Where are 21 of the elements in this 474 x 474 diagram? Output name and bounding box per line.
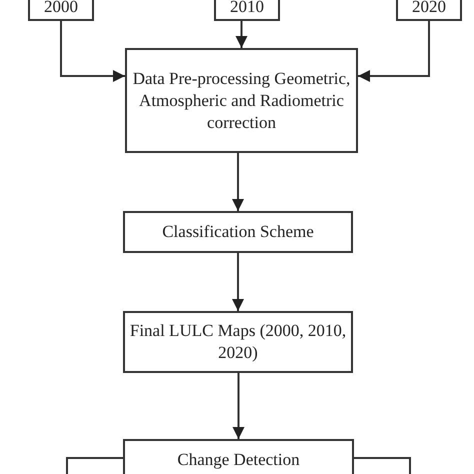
box-label: Final LULC Maps (2000, 2010, 2020) [129,320,347,364]
process-box [125,48,358,153]
process-box [123,211,353,253]
arrow [60,21,125,82]
box-label: 2010 [230,0,264,18]
connector-line [354,457,411,474]
process-box [396,0,462,21]
process-box [123,311,353,373]
process-box [28,0,94,21]
box-label: Classification Scheme [162,221,314,243]
arrow [232,253,244,311]
arrow [358,21,430,82]
box-label: Change Detection [177,449,300,471]
box-label: Data Pre-processing Geometric, Atmospheric and Radiometric correction [132,68,352,134]
process-box [214,0,280,21]
arrow [232,373,244,439]
box-label: 2020 [412,0,446,18]
box-label: 2000 [44,0,78,18]
arrow [232,153,244,211]
arrow [236,21,248,48]
connector-line [66,457,123,474]
